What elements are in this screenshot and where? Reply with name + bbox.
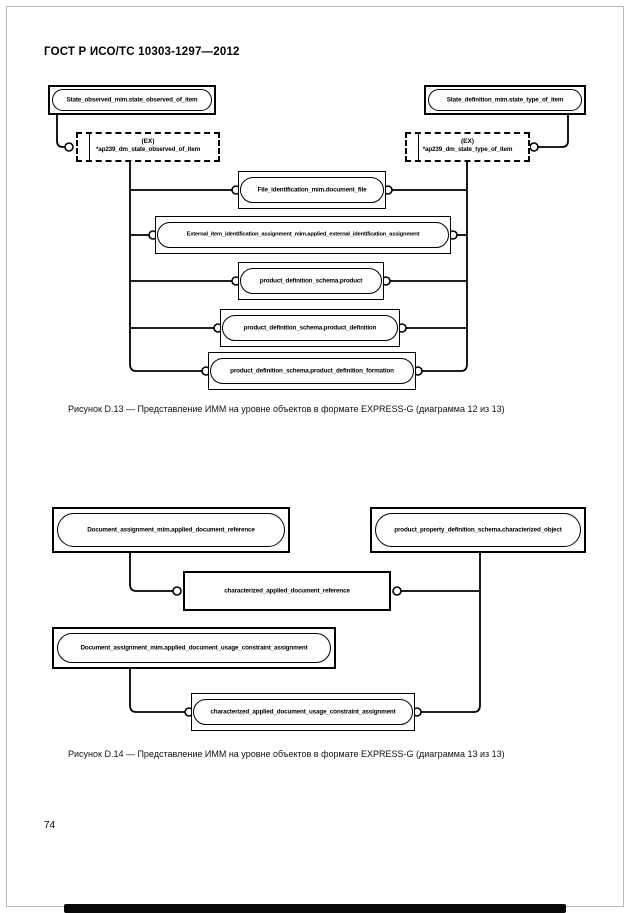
entity-label: Document_assignment_mim.applied_document…	[80, 644, 308, 652]
ref-name: *ap239_dm_state_observed_of_item	[95, 146, 201, 154]
entity-label: Document_assignment_mim.applied_document…	[87, 526, 255, 534]
entity-document-assignment-frame: Document_assignment_mim.applied_document…	[52, 507, 290, 553]
entity-label: characterized_applied_document_usage_con…	[210, 708, 396, 716]
figure-caption-d13: Рисунок D.13 — Представление ИММ на уров…	[68, 404, 505, 414]
entity-label: State_observed_mim.state_observed_of_ite…	[66, 96, 198, 104]
entity-document-file: File_identification_mim.document_file	[240, 177, 384, 203]
figure-caption-d14: Рисунок D.14 — Представление ИММ на уров…	[68, 749, 505, 759]
entity-label: product_definition_schema.product	[259, 277, 363, 285]
entity-state-definition-frame: State_definition_mim.state_type_of_item	[424, 85, 586, 115]
ref-tag: (EX)	[141, 138, 155, 145]
entity-product: product_definition_schema.product	[240, 268, 382, 294]
ref-tag: (EX)	[461, 138, 474, 145]
external-ref-state-type: (EX) *ap239_dm_state_type_of_item	[405, 132, 530, 162]
entity-product-definition: product_definition_schema.product_defini…	[222, 315, 398, 341]
entity-document-usage-assignment: Document_assignment_mim.applied_document…	[57, 633, 331, 663]
ref-divider	[418, 134, 419, 160]
entity-product-definition-formation: product_definition_schema.product_defini…	[210, 358, 414, 384]
entity-label: product_definition_schema.product_defini…	[243, 324, 377, 332]
entity-label: characterized_applied_document_reference	[224, 587, 350, 595]
entity-characterized-usage-constraint: characterized_applied_document_usage_con…	[193, 699, 413, 725]
entity-state-definition: State_definition_mim.state_type_of_item	[428, 89, 582, 111]
entity-label: File_identification_mim.document_file	[257, 186, 367, 194]
entity-label: External_item_identification_assignment_…	[186, 231, 420, 238]
entity-label: product_definition_schema.product_defini…	[230, 367, 394, 375]
entity-characterized-object-frame: product_property_definition_schema.chara…	[370, 507, 586, 553]
external-ref-state-observed: (EX) *ap239_dm_state_observed_of_item	[76, 132, 220, 162]
entity-external-identification: External_item_identification_assignment_…	[157, 222, 449, 248]
ref-divider	[89, 134, 90, 160]
entity-characterized-object: product_property_definition_schema.chara…	[375, 513, 581, 547]
entity-state-observed-frame: State_observed_mim.state_observed_of_ite…	[48, 85, 216, 115]
entity-document-assignment: Document_assignment_mim.applied_document…	[57, 513, 285, 547]
entity-state-observed: State_observed_mim.state_observed_of_ite…	[52, 89, 212, 111]
ref-name: *ap239_dm_state_type_of_item	[422, 146, 513, 154]
entity-characterized-applied-document-reference: characterized_applied_document_reference	[183, 571, 391, 611]
scan-artifact-bar	[64, 904, 566, 913]
entity-label: State_definition_mim.state_type_of_item	[446, 96, 564, 104]
entity-document-usage-assignment-frame: Document_assignment_mim.applied_document…	[52, 627, 336, 669]
document-header: ГОСТ Р ИСО/ТС 10303-1297—2012	[44, 46, 240, 58]
entity-label: product_property_definition_schema.chara…	[394, 526, 562, 534]
page-number: 74	[44, 820, 56, 831]
